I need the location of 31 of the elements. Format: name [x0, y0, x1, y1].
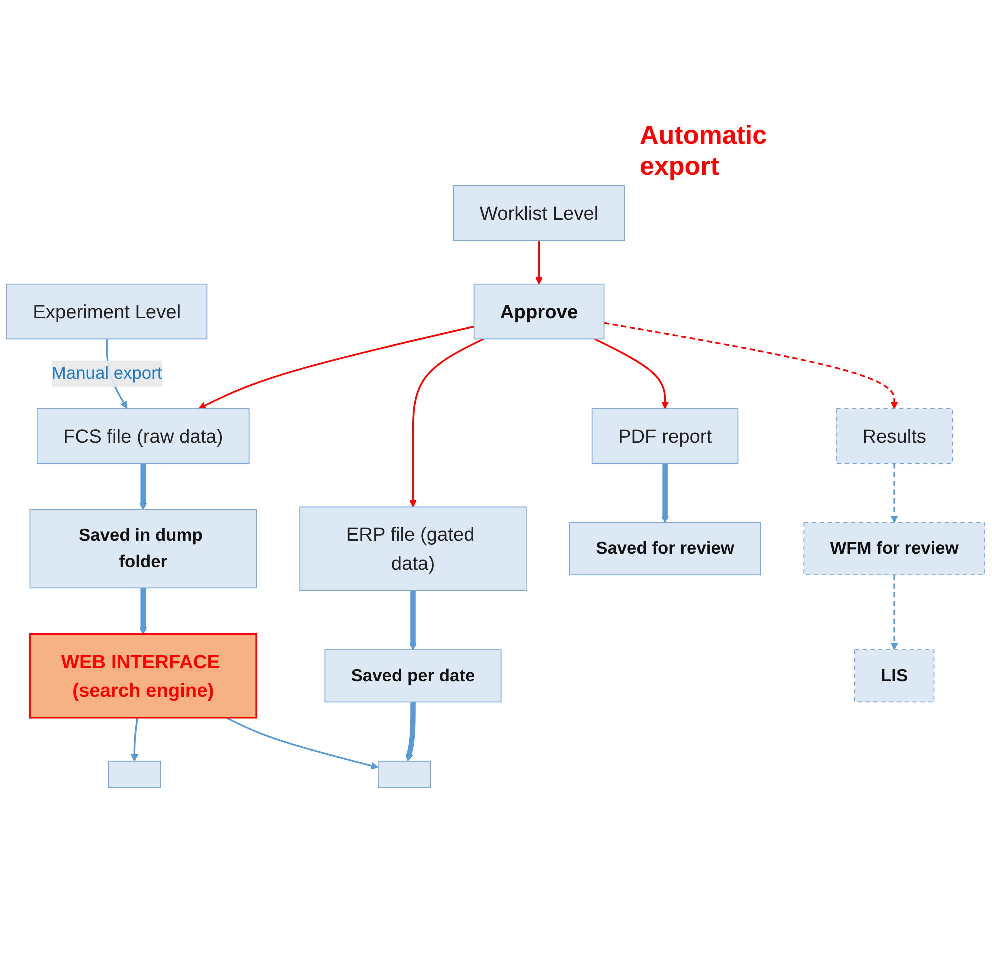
arrow — [198, 326, 474, 409]
edge-label: Manual export — [52, 364, 162, 384]
arrow — [409, 590, 418, 650]
arrow — [604, 322, 898, 409]
node-box — [108, 760, 162, 788]
arrow — [661, 463, 670, 523]
node-box: Results — [836, 408, 954, 464]
node-box — [378, 760, 432, 788]
arrow — [890, 463, 898, 523]
node-box: Saved for review — [570, 522, 762, 576]
node-box: FCS file (raw data) — [37, 408, 250, 464]
node-box: PDF report — [592, 408, 739, 464]
note-text: Automatic export — [640, 120, 768, 182]
node-box: Approve — [474, 284, 605, 340]
node-box: LIS — [854, 649, 935, 702]
arrow — [409, 338, 484, 508]
node-box: Experiment Level — [6, 284, 208, 340]
arrow — [140, 463, 148, 510]
node-box: ERP file (gated data) — [300, 506, 527, 591]
arrow — [226, 716, 379, 770]
node-box: WFM for review — [804, 522, 986, 576]
arrow — [890, 574, 898, 650]
node-box: Saved per date — [324, 649, 502, 702]
arrow — [406, 702, 416, 762]
arrow — [140, 588, 148, 634]
arrow — [535, 240, 544, 284]
node-box: Worklist Level — [453, 185, 626, 241]
node-box: Saved in dump folder — [30, 509, 257, 588]
node-box: WEB INTERFACE (search engine) — [29, 633, 258, 718]
arrow — [594, 338, 670, 409]
arrow — [130, 718, 139, 762]
